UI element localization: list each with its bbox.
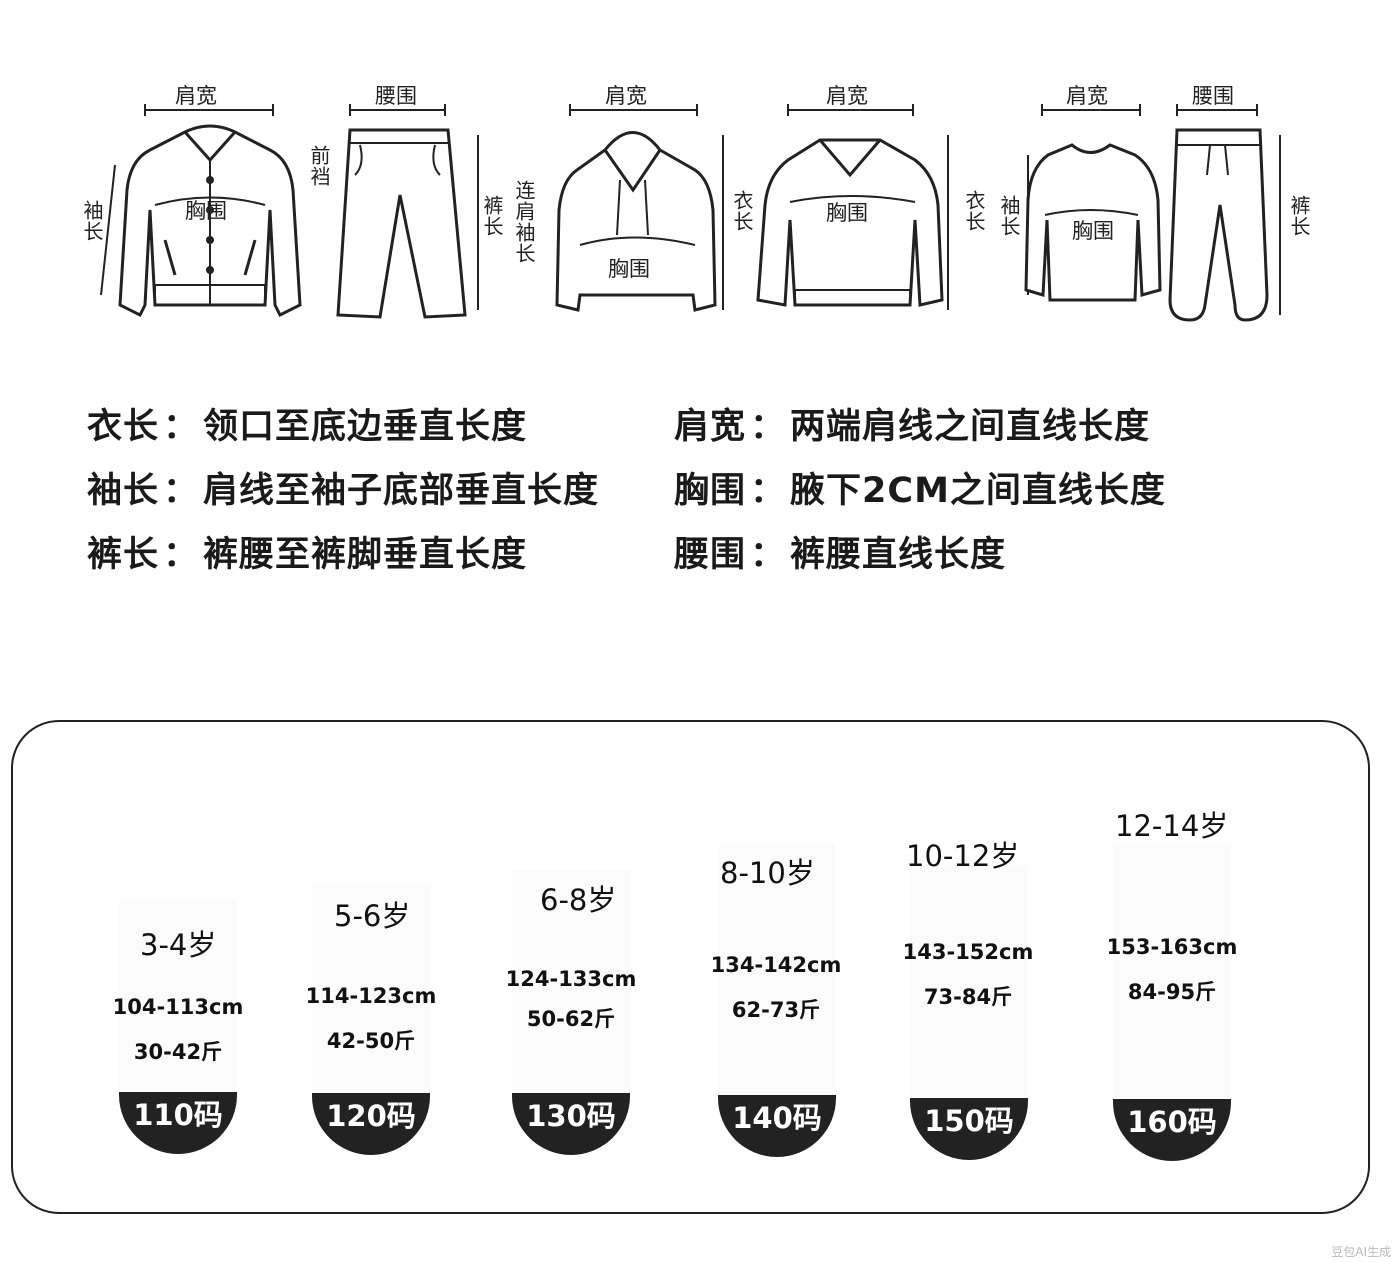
trousers-length-label: 裤长 [480,195,504,237]
height-range: 143-152cm [902,940,1034,964]
sweater-illustration [750,90,960,324]
def-colon: ： [163,407,200,447]
height-range: 134-142cm [710,953,842,977]
weight-range: 73-84斤 [923,985,1013,1009]
age-range: 3-4岁 [140,928,217,962]
trousers-illustration [330,95,490,329]
hoodie-sleeve-label: 连肩袖长 [512,180,536,264]
trousers-waist-label: 腰围 [375,84,417,108]
def-term: 胸围 [674,471,747,511]
trousers-front-rise-label: 前裆 [307,145,331,187]
weight-range: 30-42斤 [133,1040,223,1064]
def-desc: 领口至底边垂直长度 [203,407,528,447]
def-desc: 肩线至袖子底部垂直长度 [203,471,600,511]
jogger-illustration [1165,95,1305,329]
hoodie-shoulder-label: 肩宽 [605,84,647,108]
weight-range: 62-73斤 [731,998,821,1022]
def-colon: ： [750,535,787,575]
sweatshirt-chest-label: 胸围 [1072,219,1114,243]
def-term: 袖长 [87,471,160,511]
sweatshirt-illustration [1020,90,1170,314]
definition-pants-length: 裤长：裤腰至裤脚垂直长度 [87,526,527,577]
weight-range: 84-95斤 [1127,980,1217,1004]
age-range: 8-10岁 [720,856,815,890]
sweatshirt-sleeve-label: 袖长 [997,195,1021,237]
sweater-body-length-label: 衣长 [962,190,986,232]
height-range: 124-133cm [505,967,637,991]
definition-chest: 胸围：腋下2CM之间直线长度 [674,462,1166,513]
measurement-guide: 肩宽 胸围 袖长 腰围 前裆 裤长 肩宽 胸围 连 [0,0,1368,582]
definition-shoulder: 肩宽：两端肩线之间直线长度 [674,398,1150,449]
watermark: 豆包AI生成 [1331,1245,1391,1259]
def-term: 腰围 [674,535,747,575]
weight-range: 50-62斤 [526,1007,616,1031]
definition-waist: 腰围：裤腰直线长度 [674,526,1006,577]
jogger-length-label: 裤长 [1287,195,1311,237]
jogger-waist-label: 腰围 [1192,84,1234,108]
definition-sleeve: 袖长：肩线至袖子底部垂直长度 [87,462,599,513]
weight-range: 42-50斤 [326,1029,416,1053]
sweater-shoulder-label: 肩宽 [826,84,868,108]
age-range: 5-6岁 [334,899,411,933]
age-range: 12-14岁 [1115,809,1229,843]
def-desc: 裤腰至裤脚垂直长度 [203,535,528,575]
def-desc: 两端肩线之间直线长度 [790,407,1151,447]
def-desc: 裤腰直线长度 [790,535,1007,575]
age-range: 6-8岁 [540,883,617,917]
hoodie-body-length-label: 衣长 [730,190,754,232]
def-colon: ： [750,471,787,511]
sweatshirt-shoulder-label: 肩宽 [1066,84,1108,108]
size-badge: 160码 [1113,1099,1231,1161]
hoodie-chest-label: 胸围 [608,257,650,281]
jacket-chest-label: 胸围 [185,199,227,223]
age-range: 10-12岁 [906,839,1020,873]
height-range: 104-113cm [112,995,244,1019]
height-range: 153-163cm [1106,935,1238,959]
def-term: 裤长 [87,535,160,575]
jacket-sleeve-label: 袖长 [80,200,104,242]
sweater-chest-label: 胸围 [826,201,868,225]
jacket-shoulder-label: 肩宽 [175,84,217,108]
def-colon: ： [163,535,200,575]
hoodie-illustration [545,90,755,334]
def-term: 肩宽 [674,407,747,447]
def-desc: 腋下2CM之间直线长度 [790,471,1166,511]
def-colon: ： [750,407,787,447]
definition-body-length: 衣长：领口至底边垂直长度 [87,398,527,449]
jacket-illustration [95,80,305,329]
height-range: 114-123cm [305,984,437,1008]
def-colon: ： [163,471,200,511]
def-term: 衣长 [87,407,160,447]
